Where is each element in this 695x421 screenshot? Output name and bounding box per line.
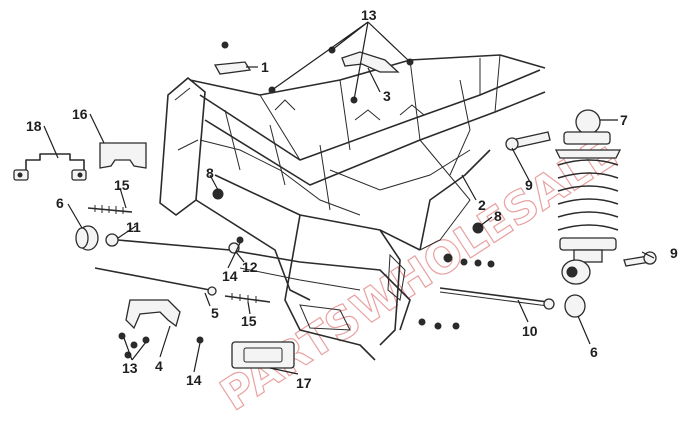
main-frame xyxy=(87,54,555,361)
callout-5: 5 xyxy=(211,305,219,321)
callout-14-mid: 14 xyxy=(222,268,238,284)
washer-group-right xyxy=(418,253,495,330)
callout-15-lower: 15 xyxy=(241,313,257,329)
callout-16: 16 xyxy=(72,106,88,122)
callout-6-right: 6 xyxy=(590,344,598,360)
part-14-bolt-mid xyxy=(236,236,244,244)
callout-17: 17 xyxy=(296,375,312,391)
callout-15-upper: 15 xyxy=(114,177,130,193)
part-1-bracket xyxy=(213,61,252,75)
callout-labels: 1 13 3 2 8 9 7 9 10 6 18 16 15 6 11 8 12… xyxy=(26,7,678,391)
callout-11: 11 xyxy=(126,219,141,235)
callout-4: 4 xyxy=(155,358,163,374)
leader-lines xyxy=(43,21,655,375)
callout-13-bottom: 13 xyxy=(122,360,138,376)
callout-8-left: 8 xyxy=(206,165,214,181)
part-9-bolt-upper xyxy=(505,131,551,151)
part-16-plate xyxy=(99,142,147,169)
part-18-bracket xyxy=(13,153,87,181)
callout-3: 3 xyxy=(383,88,391,104)
callout-12: 12 xyxy=(242,259,258,275)
callout-8-right: 8 xyxy=(494,208,502,224)
callout-14-lower: 14 xyxy=(186,372,202,388)
callout-2: 2 xyxy=(478,197,486,213)
part-7-shock-absorber xyxy=(554,109,622,285)
callout-1: 1 xyxy=(261,59,269,75)
callout-9-upper: 9 xyxy=(525,177,533,193)
part-6-cap-right xyxy=(564,294,586,318)
part-9-bolt-lower xyxy=(623,251,657,267)
callout-13-top: 13 xyxy=(361,7,377,23)
callout-18: 18 xyxy=(26,118,42,134)
callout-6-left: 6 xyxy=(56,195,64,211)
part-8-nut-left xyxy=(212,188,224,200)
part-14-bolt-lower xyxy=(196,336,204,344)
callout-7: 7 xyxy=(620,112,628,128)
callout-10: 10 xyxy=(522,323,538,339)
part-4-bracket xyxy=(125,299,181,330)
part-3-bracket xyxy=(341,51,400,73)
callout-9-lower: 9 xyxy=(670,245,678,261)
part-17-plate xyxy=(231,341,295,369)
